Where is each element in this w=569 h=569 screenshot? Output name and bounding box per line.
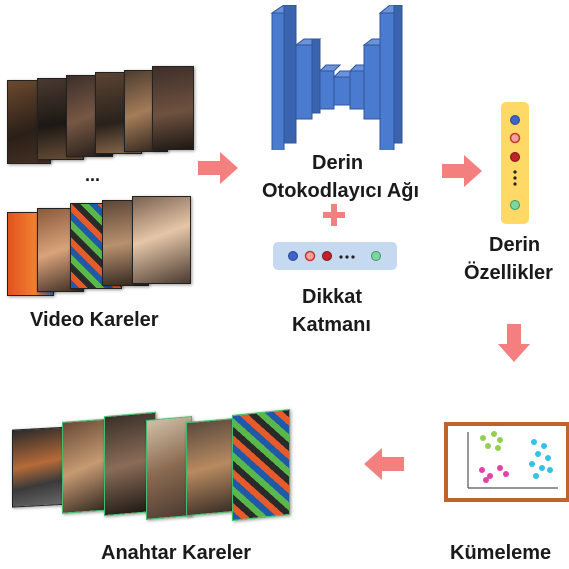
arrow-right-icon [198, 152, 238, 184]
features-label-line2: Özellikler [464, 262, 553, 284]
attention-label-line1: Dikkat [302, 286, 363, 308]
attention-layer-bar [273, 242, 397, 270]
keyframe [186, 417, 236, 517]
features-label-line1: Derin [489, 234, 541, 256]
video-frame [152, 66, 194, 150]
autoencoder-label-line2: Otokodlayıcı Ağı [262, 180, 420, 202]
video-frames-label: Video Kareler [30, 309, 159, 331]
cluster-scatter-icon [467, 431, 558, 489]
attention-nodes-icon [288, 250, 381, 262]
plus-icon [323, 204, 345, 226]
arrow-right-icon [442, 155, 482, 187]
keyframes-label: Anahtar Kareler [101, 542, 252, 564]
feature-vector-bar [501, 102, 529, 224]
feature-nodes-icon [509, 115, 521, 210]
arrow-down-icon [498, 324, 530, 362]
attention-label-line2: Katmanı [292, 314, 371, 336]
video-frame [132, 196, 191, 284]
frames-ellipsis: ... [85, 165, 101, 185]
autoencoder-network-icon [270, 5, 403, 150]
arrow-left-icon [364, 448, 404, 480]
clustering-plot [444, 422, 569, 502]
keyframe [232, 408, 290, 522]
clustering-label: Kümeleme [450, 542, 552, 564]
autoencoder-label-line1: Derin [312, 152, 364, 174]
